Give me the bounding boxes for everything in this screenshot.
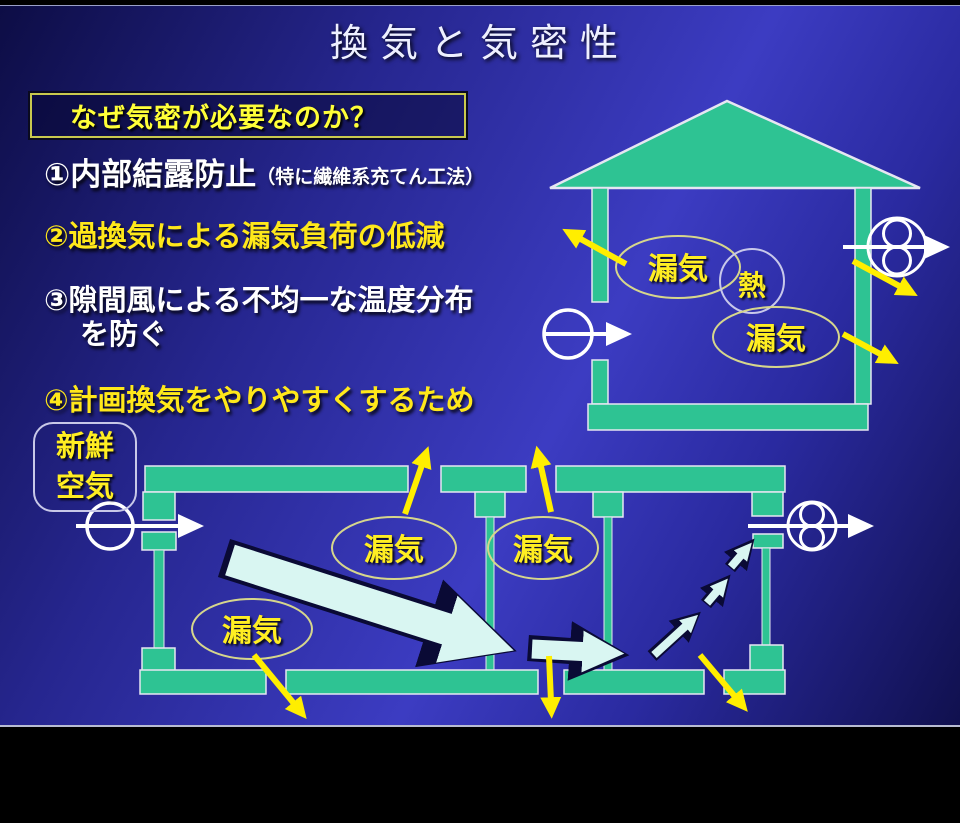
page-title: 換気と気密性 — [329, 21, 630, 65]
intake-vent-icon — [76, 501, 204, 551]
leak-ellipse — [487, 516, 599, 580]
why-airtightness-header: なぜ気密が必要なのか？ — [30, 93, 466, 138]
fresh-air-label: 新鮮 空気 — [33, 422, 137, 512]
ceiling-beam — [144, 465, 409, 493]
right-wall — [854, 187, 872, 405]
leak-ellipse — [615, 235, 741, 299]
roof-shape — [549, 99, 921, 190]
airflow-arrow-dashed-icon — [647, 538, 755, 661]
joist-block — [142, 491, 176, 521]
leak-ellipse — [712, 306, 840, 368]
lower-structure-diagram — [76, 445, 874, 719]
joist-block — [752, 533, 784, 549]
leak-label: 漏気 — [648, 252, 708, 287]
fresh-air-line1: 新鮮 — [55, 429, 114, 463]
joist-block — [592, 491, 624, 518]
leak-arrow-icon — [251, 653, 307, 719]
point-3: ③隙間風による不均一な温度分布 — [44, 283, 474, 317]
leak-arrow-icon — [530, 445, 554, 513]
joist-block — [141, 647, 176, 673]
support-post — [761, 547, 771, 649]
fresh-air-line2: 空気 — [55, 469, 114, 504]
leak-label: 漏気 — [222, 614, 282, 649]
why-airtightness-header-label: なぜ気密が必要なのか？ — [70, 103, 378, 134]
airflow-arrow-icon — [217, 538, 517, 668]
point-1-note: （特に繊維系充てん工法） — [256, 166, 485, 188]
leak-arrow-icon — [540, 655, 562, 719]
point-3-line2: を防ぐ — [80, 317, 168, 351]
heat-label: 熱 — [737, 269, 767, 302]
exhaust-fan-icon — [748, 500, 874, 552]
floor-slab — [563, 669, 705, 695]
heat-circle — [719, 248, 785, 314]
left-wall-lower — [591, 359, 609, 405]
exhaust-fan-icon — [843, 216, 950, 278]
leak-ellipse — [331, 516, 457, 580]
leak-ellipse — [191, 598, 313, 660]
point-1-text: ①内部結露防止 — [44, 157, 257, 193]
floor-slab — [139, 669, 267, 695]
joist-block — [474, 491, 506, 518]
floor-slab — [285, 669, 539, 695]
point-4: ④計画換気をやりやすくするため — [44, 383, 475, 417]
leak-label: 漏気 — [513, 533, 573, 568]
upper-house-diagram — [542, 99, 950, 431]
leak-label: 漏気 — [746, 322, 806, 357]
leak-arrow-icon — [841, 331, 899, 364]
leak-arrow-icon — [402, 446, 432, 515]
house-floor — [587, 403, 869, 431]
leak-arrow-icon — [562, 228, 628, 267]
joist-block — [749, 644, 784, 673]
joist-block — [751, 491, 784, 517]
intake-vent-icon — [542, 308, 632, 360]
leak-label: 漏気 — [364, 533, 424, 568]
airflow-arrow-icon — [527, 621, 630, 681]
ceiling-beam — [440, 465, 527, 493]
ceiling-beam — [555, 465, 786, 493]
point-2: ②過換気による漏気負荷の低減 — [44, 219, 445, 253]
joist-block — [141, 531, 177, 551]
leak-arrow-icon — [697, 653, 748, 712]
leak-arrow-icon — [851, 258, 918, 296]
point-1: ①内部結露防止（特に繊維系充てん工法） — [44, 149, 484, 194]
support-post — [603, 516, 613, 673]
